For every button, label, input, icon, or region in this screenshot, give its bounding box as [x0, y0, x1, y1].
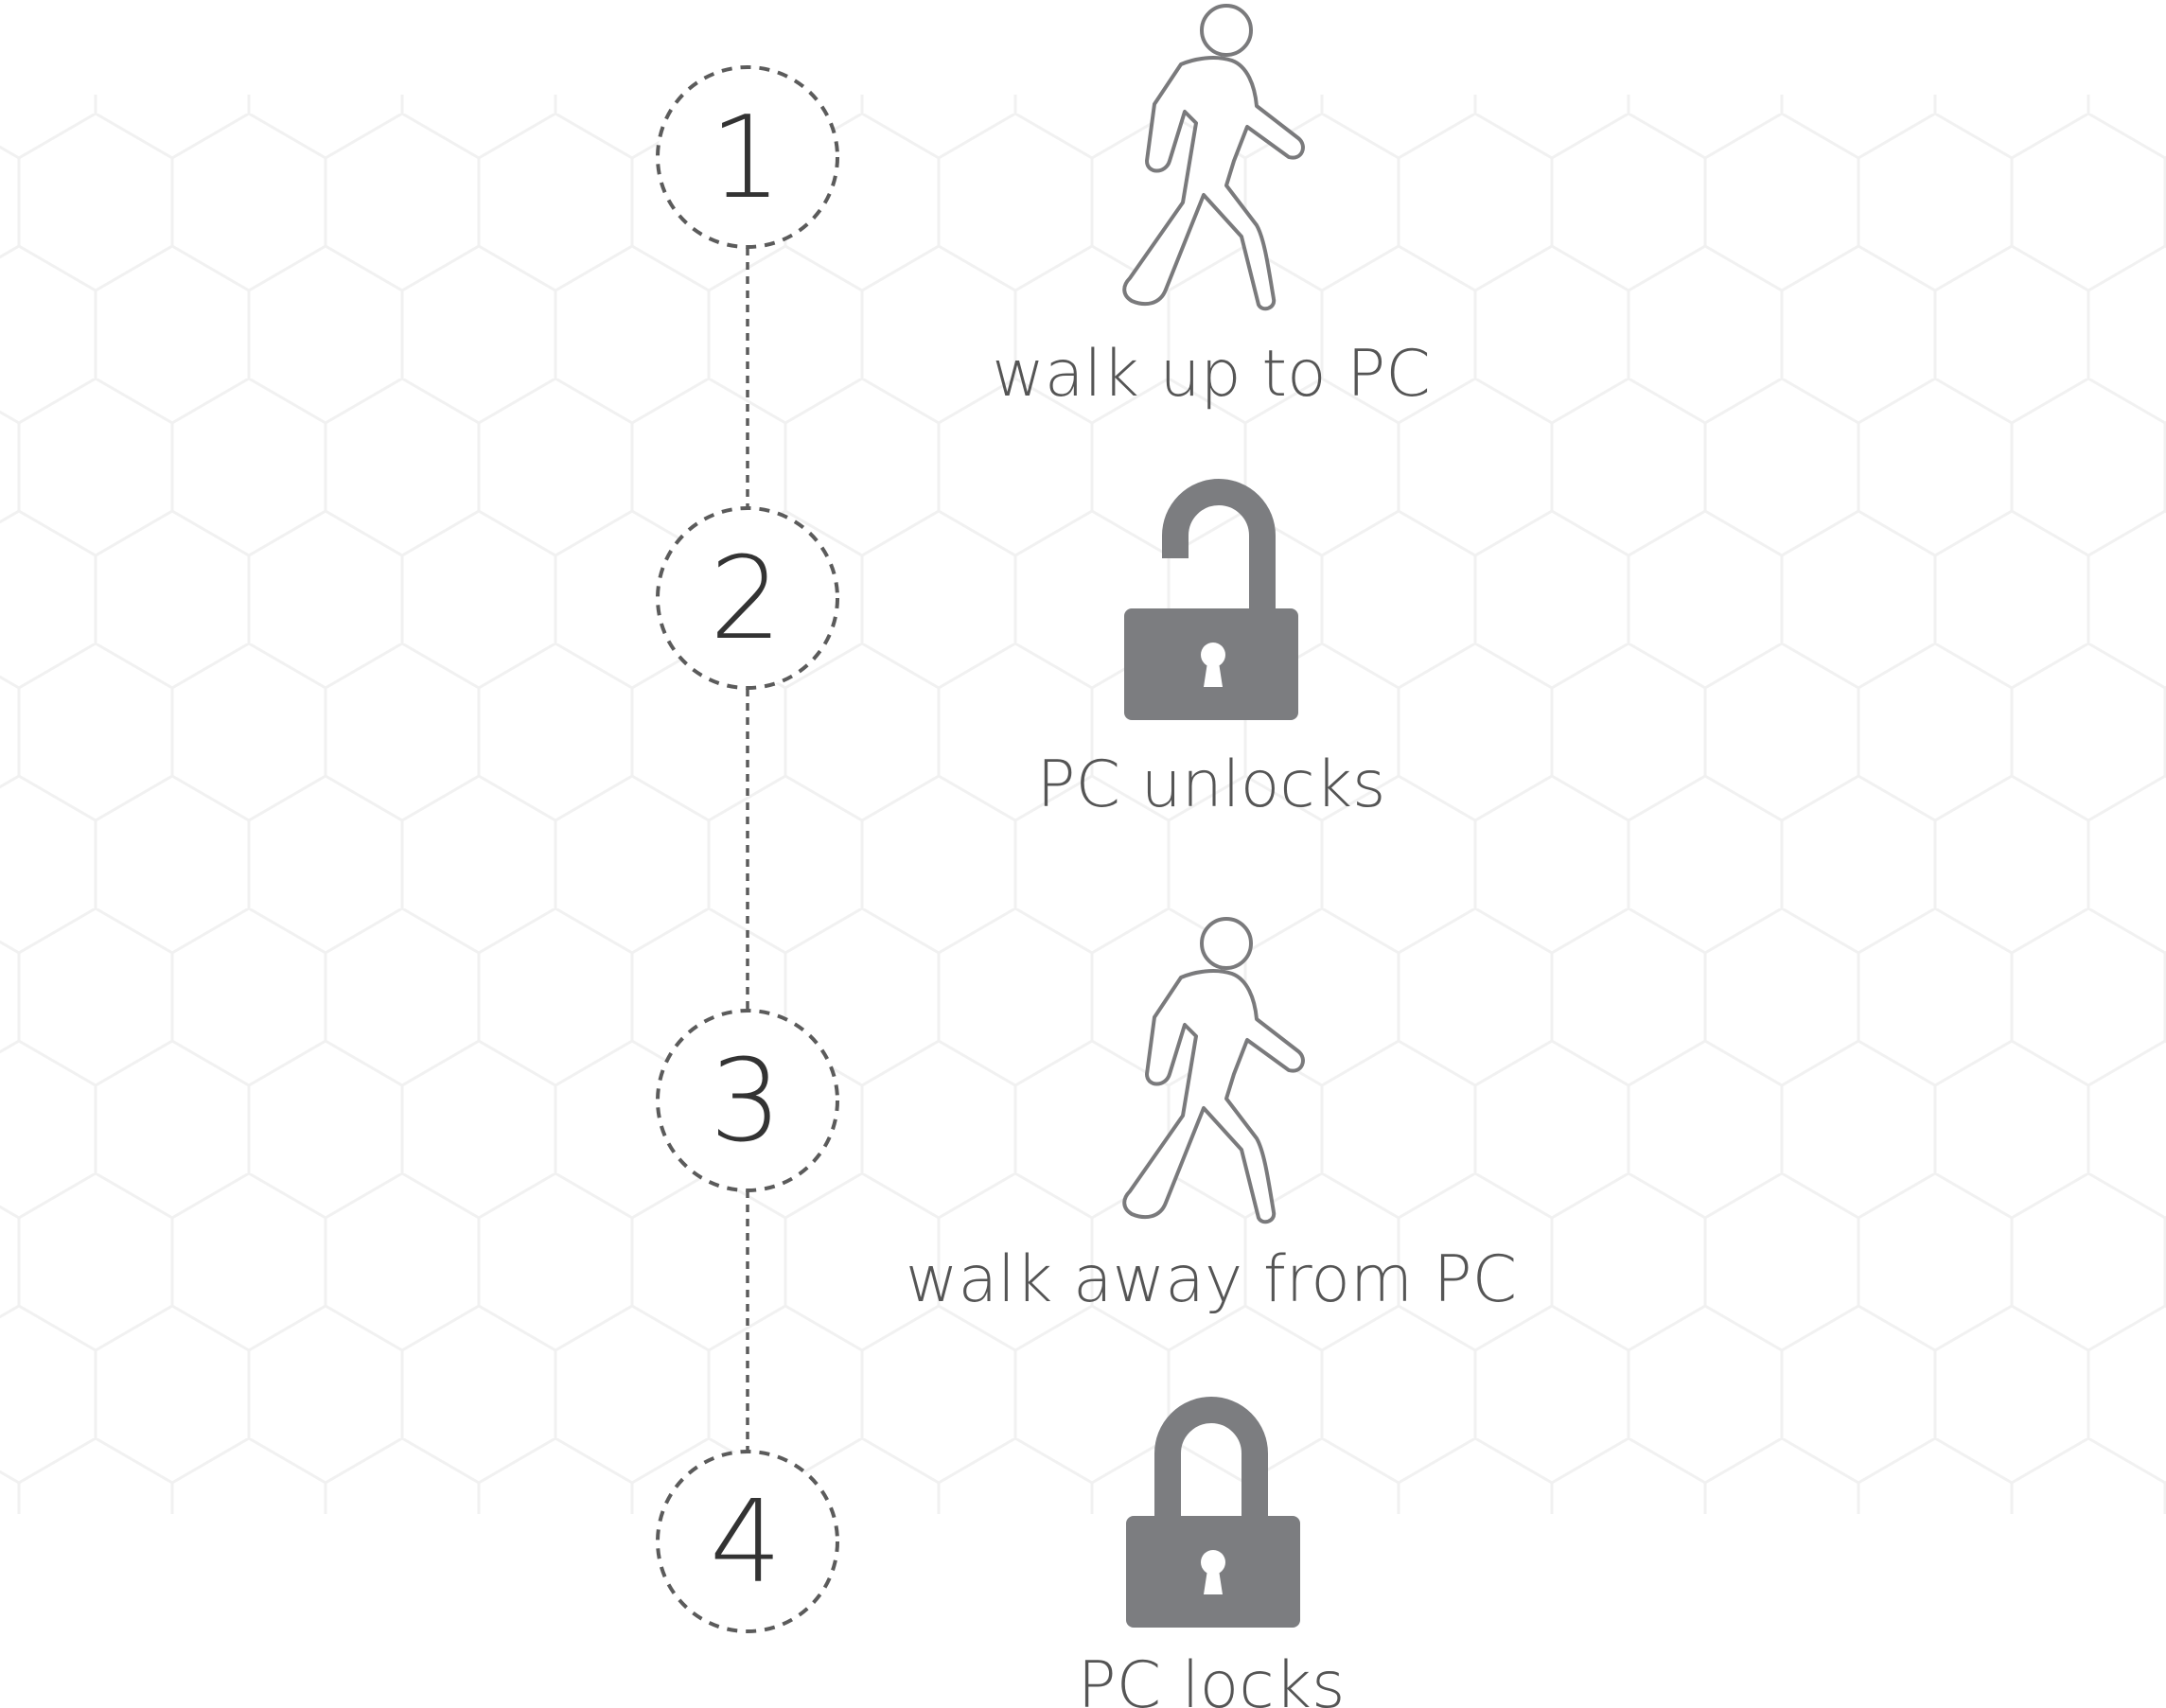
walking-person-icon	[1122, 4, 1305, 311]
step-2-circle	[656, 506, 839, 690]
step-2-number: 2	[710, 534, 782, 665]
step-1-circle	[656, 65, 839, 249]
walking-person-icon	[1122, 917, 1305, 1224]
step-1-number: 1	[710, 93, 782, 224]
step-1-caption: walk up to PC	[992, 337, 1430, 412]
unlocked-padlock-icon	[1124, 479, 1298, 720]
step-4-caption: PC locks	[1078, 1648, 1346, 1708]
step-3-circle	[656, 1009, 839, 1192]
step-2-caption: PC unlocks	[1037, 748, 1386, 822]
locked-padlock-icon	[1126, 1397, 1300, 1628]
step-3-number: 3	[710, 1036, 782, 1168]
step-4-circle	[656, 1450, 839, 1633]
step-3-caption: walk away from PC	[906, 1242, 1517, 1317]
step-4-number: 4	[710, 1477, 782, 1609]
